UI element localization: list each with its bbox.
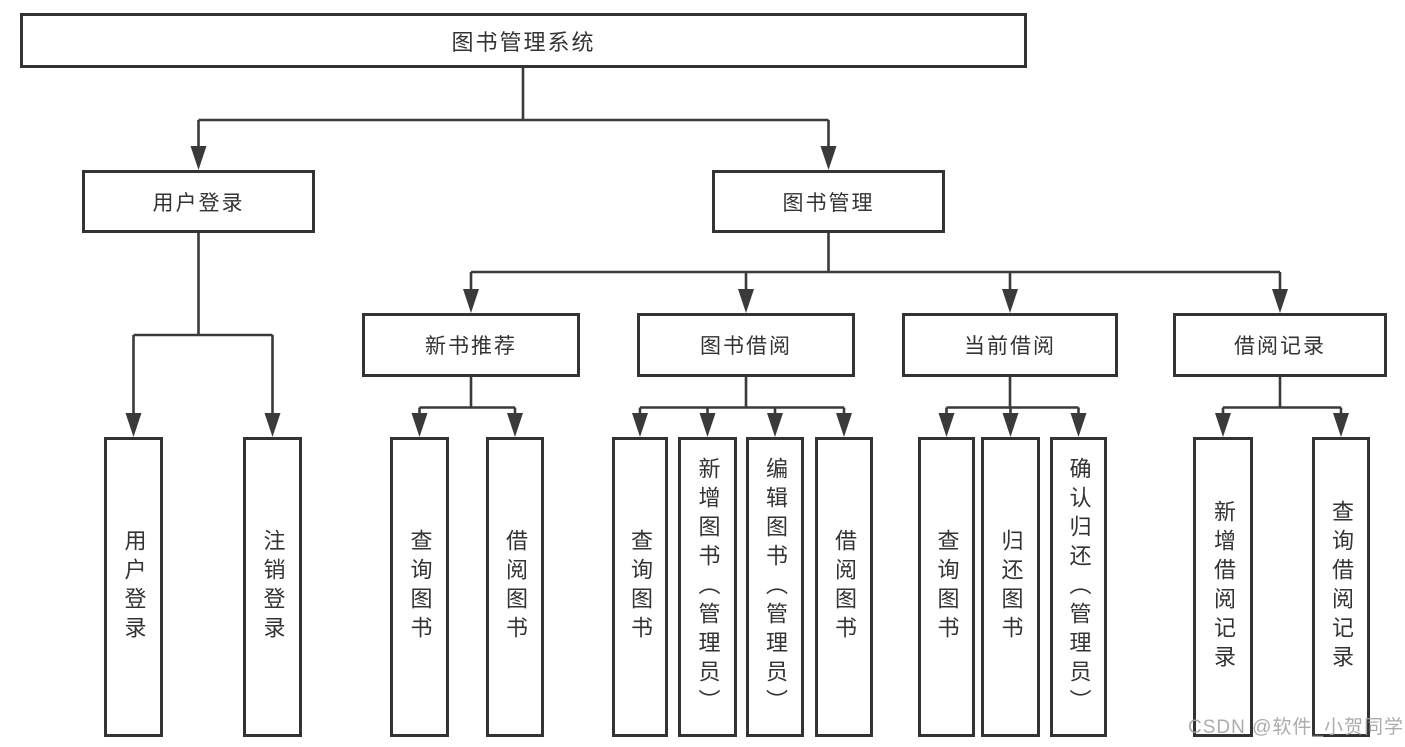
watermark: CSDN @软件_小贺同学 bbox=[1188, 717, 1404, 738]
node-book-management: 图书管理 bbox=[712, 170, 945, 233]
leaf-bb-query-books: 查询图书 bbox=[612, 437, 668, 737]
leaf-br-query-record: 查询借阅记录 bbox=[1312, 437, 1370, 737]
node-user-login: 用户登录 bbox=[82, 170, 315, 233]
leaf-br-add-record: 新增借阅记录 bbox=[1193, 437, 1253, 737]
leaf-bb-edit-books-admin: 编辑图书（管理员） bbox=[746, 437, 804, 737]
leaf-rec-query-books: 查询图书 bbox=[390, 437, 449, 737]
leaf-cb-query-books: 查询图书 bbox=[918, 437, 975, 737]
node-book-borrow: 图书借阅 bbox=[637, 313, 855, 377]
leaf-cb-return-books: 归还图书 bbox=[981, 437, 1040, 737]
node-borrow-records: 借阅记录 bbox=[1173, 313, 1387, 377]
leaf-logout-login: 注销登录 bbox=[243, 437, 302, 737]
leaf-rec-borrow-books: 借阅图书 bbox=[486, 437, 544, 737]
node-root: 图书管理系统 bbox=[20, 13, 1027, 68]
leaf-bb-borrow-books: 借阅图书 bbox=[815, 437, 873, 737]
node-current-borrow: 当前借阅 bbox=[902, 313, 1118, 377]
leaf-user-login: 用户登录 bbox=[104, 437, 163, 737]
leaf-bb-add-books-admin: 新增图书（管理员） bbox=[678, 437, 737, 737]
leaf-cb-confirm-return-admin: 确认归还（管理员） bbox=[1050, 437, 1107, 737]
node-new-book-recommend: 新书推荐 bbox=[362, 313, 580, 377]
